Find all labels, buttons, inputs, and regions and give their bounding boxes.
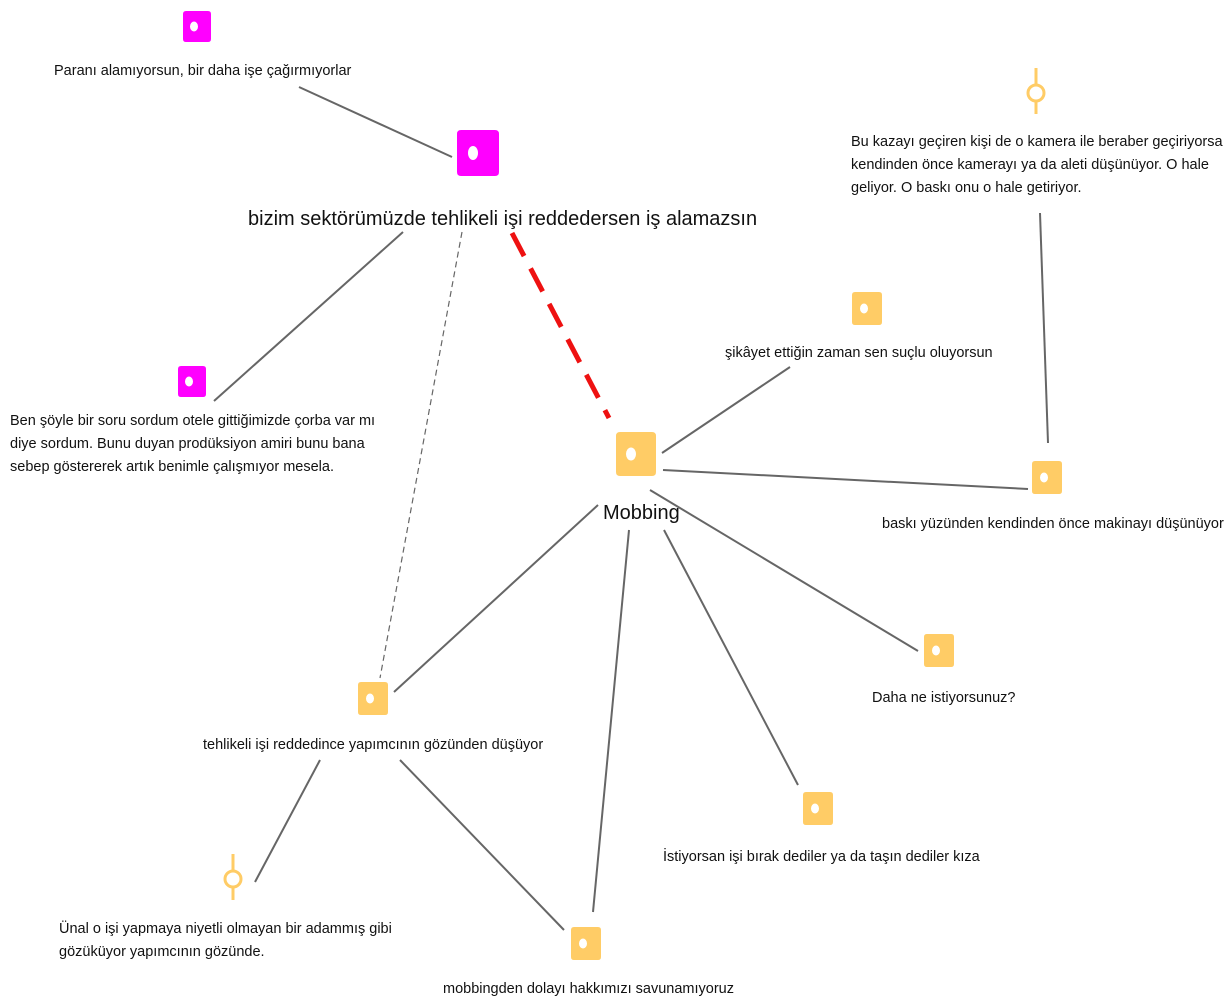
node-label-paran[interactable]: Paranı alamıyorsun, bir daha işe çağırmı…: [54, 63, 352, 79]
link-sektor-tehlikeli: [379, 231, 463, 679]
tag-icon[interactable]: [614, 430, 658, 478]
node-label-bu-kaza[interactable]: Bu kazayı geçiren kişi de o kamera ile b…: [851, 134, 1223, 196]
link-bukaza-baski: [1039, 212, 1049, 444]
link-tehlikeli-hakkimiz: [399, 759, 565, 931]
node-label-istiyorsan[interactable]: İstiyorsan işi bırak dediler ya da taşın…: [663, 849, 980, 865]
link-mobbing-tehlikeli: [393, 504, 599, 693]
node-label-sektor[interactable]: bizim sektörümüzde tehlikeli işi reddede…: [248, 208, 758, 230]
link-mobbing-sikayet: [661, 366, 791, 454]
tag-icon[interactable]: [181, 9, 213, 44]
link-mobbing-hakkimiz: [592, 529, 630, 913]
tag-icon[interactable]: [1030, 459, 1064, 496]
node-label-daha[interactable]: Daha ne istiyorsunuz?: [872, 690, 1016, 706]
tag-icon[interactable]: [569, 925, 603, 962]
link-sektor-ben: [213, 231, 404, 402]
pin-icon[interactable]: [1024, 66, 1048, 116]
node-label-tehlikeli[interactable]: tehlikeli işi reddedince yapımcının gözü…: [203, 737, 544, 753]
tag-icon[interactable]: [850, 290, 884, 327]
link-mobbing-daha: [649, 489, 919, 652]
node-label-sikayet[interactable]: şikâyet ettiğin zaman sen suçlu oluyorsu…: [725, 345, 993, 361]
link-tehlikeli-unal: [254, 759, 321, 883]
link-mobbing-istiyorsan: [663, 529, 799, 786]
link-paran-sektor: [298, 86, 453, 158]
node-label-hakkimiz[interactable]: mobbingden dolayı hakkımızı savunamıyoru…: [443, 981, 734, 997]
tag-icon[interactable]: [801, 790, 835, 827]
link-sektor-mobbing: [509, 231, 612, 420]
node-label-unal[interactable]: Ünal o işi yapmaya niyetli olmayan bir a…: [59, 921, 392, 960]
tag-icon[interactable]: [922, 632, 956, 669]
tag-icon[interactable]: [356, 680, 390, 717]
pin-icon[interactable]: [221, 852, 245, 902]
node-label-ben[interactable]: Ben şöyle bir soru sordum otele gittiğim…: [10, 413, 376, 475]
tag-icon[interactable]: [176, 364, 208, 399]
node-label-baski[interactable]: baskı yüzünden kendinden önce makinayı d…: [882, 516, 1224, 532]
tag-icon[interactable]: [455, 128, 501, 178]
link-mobbing-baski: [662, 469, 1029, 490]
node-label-mobbing[interactable]: Mobbing: [603, 502, 680, 524]
